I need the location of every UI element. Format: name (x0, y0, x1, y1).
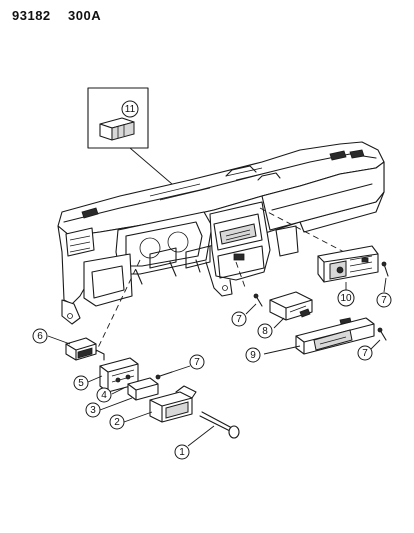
callout-7d: 7 (357, 345, 373, 361)
callout-2-circle (109, 414, 125, 430)
leader-7c (383, 277, 387, 293)
callout-6: 6 (32, 328, 48, 344)
part-3-bracket (127, 377, 159, 401)
leader-2 (123, 411, 153, 423)
callout-7a-label: 7 (194, 357, 200, 368)
callout-10: 10 (337, 289, 355, 307)
callout-2: 2 (109, 414, 125, 430)
callout-7c-label: 7 (381, 295, 387, 306)
screw-7-left (155, 371, 173, 380)
callout-9-label: 9 (250, 350, 256, 361)
leader-5 (87, 375, 103, 383)
callout-10-label: 10 (340, 293, 352, 304)
callout-7a: 7 (189, 354, 205, 370)
callout-7c-circle (376, 292, 392, 308)
callout-7b-circle (231, 311, 247, 327)
callout-8-circle (257, 323, 273, 339)
leader-1 (187, 425, 215, 447)
leader-3 (99, 397, 133, 411)
callout-9-circle (245, 347, 261, 363)
leader-7a (171, 365, 191, 373)
callout-3-label: 3 (90, 405, 96, 416)
callout-4-label: 4 (101, 390, 107, 401)
callout-11: 11 (121, 100, 139, 118)
instrument-panel (57, 141, 385, 325)
callout-1: 1 (174, 444, 190, 460)
callout-7d-circle (357, 345, 373, 361)
part-2-housing (149, 385, 197, 423)
screw-7-right-upper (381, 261, 389, 277)
callout-2-label: 2 (114, 417, 120, 428)
callout-7d-label: 7 (362, 348, 368, 359)
part-11-module (99, 117, 135, 141)
leader-4 (111, 387, 125, 395)
callout-9: 9 (245, 347, 261, 363)
callout-1-label: 1 (179, 447, 185, 458)
callout-8-label: 8 (262, 326, 268, 337)
assembly-dashed-lines (95, 207, 345, 353)
part-9-trim-panel (295, 317, 375, 355)
callout-layer: 1 2 34 5 6 7 7 7 7 8 9 10 11 (32, 100, 392, 460)
callout-6-label: 6 (37, 331, 43, 342)
leader-6 (47, 335, 71, 345)
screw-7-mid (253, 293, 263, 307)
callout-10-circle (337, 289, 355, 307)
callout-3: 3 (85, 402, 101, 418)
leader-7d (369, 339, 381, 351)
doc-number: 93182 (12, 8, 51, 23)
inset-box-11 (87, 87, 173, 185)
callout-5-label: 5 (78, 378, 84, 389)
callout-7b-label: 7 (236, 314, 242, 325)
part-8-module (269, 291, 313, 321)
callout-1-circle (174, 444, 190, 460)
callout-5-circle (73, 375, 89, 391)
callout-4-circle (96, 387, 112, 403)
part-1-lighter (199, 411, 240, 439)
part-10-climate-control (317, 245, 379, 283)
callout-7b: 7 (231, 311, 247, 327)
callout-3-circle (85, 402, 101, 418)
screw-7-right-lower (377, 327, 387, 341)
callout-11-label: 11 (125, 104, 136, 115)
diagram-code: 300A (68, 8, 102, 23)
part-6-switch (65, 337, 105, 361)
callout-11-circle (121, 100, 139, 118)
callout-7a-circle (189, 354, 205, 370)
callout-4: 4 (96, 387, 112, 403)
callout-8: 8 (257, 323, 273, 339)
leader-11 (129, 147, 173, 185)
callout-6-circle (32, 328, 48, 344)
callout-5: 5 (73, 375, 89, 391)
callout-7c: 7 (376, 292, 392, 308)
leader-7b (245, 303, 257, 315)
leader-8 (273, 317, 285, 329)
leader-9 (263, 345, 301, 355)
